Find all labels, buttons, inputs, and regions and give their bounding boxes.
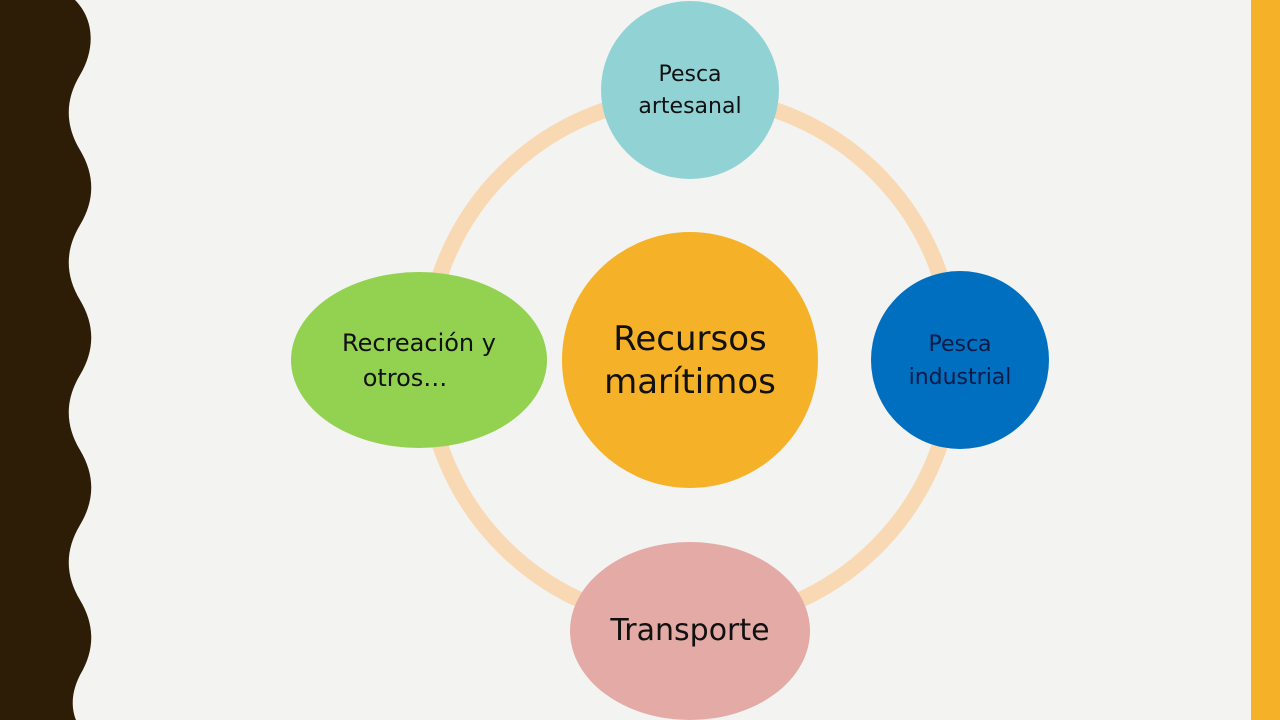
left-node-label-line-2: otros… <box>363 364 448 392</box>
left-node: Recreación y otros… <box>291 272 547 448</box>
top-node-circle <box>601 1 779 179</box>
center-node: Recursos marítimos <box>562 232 818 488</box>
right-node-label-line-1: Pesca <box>928 332 991 357</box>
right-node: Pesca industrial <box>871 271 1049 449</box>
bottom-node-label: Transporte <box>609 613 769 648</box>
wave-band-shape <box>0 0 92 720</box>
bottom-node: Transporte <box>570 542 810 720</box>
right-node-label-line-2: industrial <box>909 365 1012 390</box>
center-node-label-line-1: Recursos <box>613 319 766 359</box>
left-node-ellipse <box>291 272 547 448</box>
decorative-wave-band <box>0 0 92 720</box>
center-node-label-line-2: marítimos <box>604 362 776 402</box>
right-node-circle <box>871 271 1049 449</box>
left-node-label-line-1: Recreación y <box>342 329 496 357</box>
top-node-label-line-2: artesanal <box>638 94 741 119</box>
center-node-circle <box>562 232 818 488</box>
right-accent-bar <box>1251 0 1280 720</box>
top-node: Pesca artesanal <box>601 1 779 179</box>
bottom-node-ellipse <box>570 542 810 720</box>
top-node-label-line-1: Pesca <box>658 62 721 87</box>
